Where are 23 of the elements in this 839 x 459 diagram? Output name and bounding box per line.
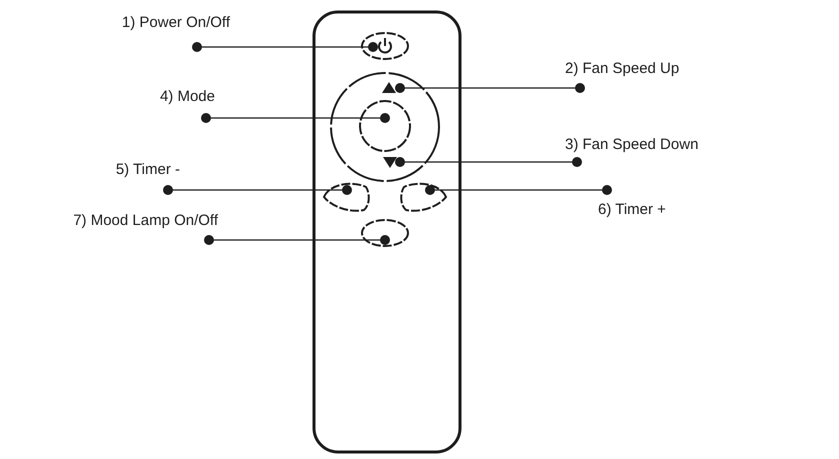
callout-label: 7) Mood Lamp On/Off	[38, 212, 218, 246]
callout-label: 2) Fan Speed Up	[565, 60, 715, 94]
oval-button	[361, 219, 409, 247]
remote-control-body	[312, 10, 462, 454]
callout-label: 4) Mode	[140, 88, 215, 124]
leader-line	[395, 83, 585, 93]
callout-label: 3) Fan Speed Down	[565, 136, 735, 168]
callout-label: 1) Power On/Off	[70, 14, 230, 54]
dial-ring	[330, 72, 440, 182]
up-arrow-button	[382, 82, 396, 93]
teardrop-button	[400, 182, 447, 212]
oval-button	[361, 32, 409, 60]
teardrop-button	[323, 182, 370, 212]
round-button	[359, 100, 411, 152]
leader-line	[395, 157, 582, 167]
leader-line	[204, 235, 390, 245]
leader-line	[425, 185, 612, 195]
callout-label: 6) Timer +	[598, 182, 698, 222]
leader-line	[192, 42, 378, 52]
leader-line	[201, 113, 390, 123]
leader-line	[163, 185, 352, 195]
down-arrow-button	[383, 157, 397, 168]
callout-label: 5) Timer -	[90, 161, 180, 196]
